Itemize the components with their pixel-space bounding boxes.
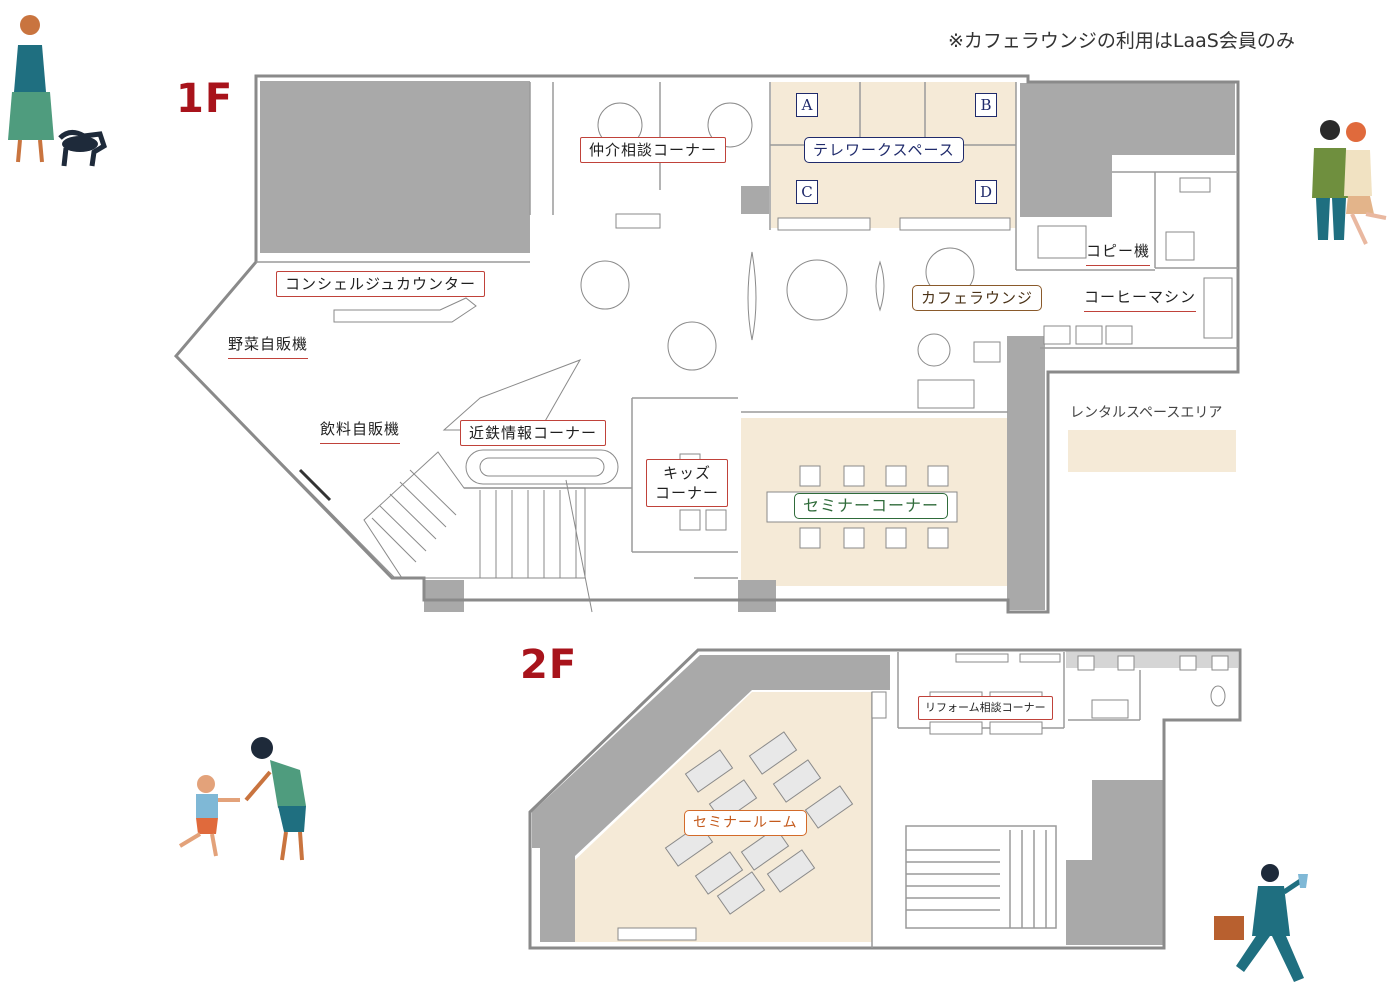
parent-child-illustration [178, 737, 306, 861]
2f-outer-wall [528, 648, 1242, 950]
label-coffee-machine: コーヒーマシン [1084, 286, 1197, 312]
telework-booth-d: D [975, 180, 997, 204]
1f-pillar-2 [738, 580, 776, 612]
label-vegetable-vending: 野菜自販機 [228, 333, 309, 359]
legend-label: レンタルスペースエリア [1070, 405, 1223, 421]
label-concierge-counter: コンシェルジュカウンター [276, 271, 485, 297]
legend-swatch [1068, 430, 1236, 472]
floor-2f-title: 2F [520, 642, 578, 688]
label-telework-space: テレワークスペース [804, 137, 964, 163]
label-drink-vending: 飲料自販機 [320, 418, 401, 444]
label-seminar-corner: セミナーコーナー [794, 493, 949, 519]
1f-pillar-3 [741, 186, 769, 214]
label-kintetsu-info-corner: 近鉄情報コーナー [460, 420, 607, 446]
businessman-illustration [1214, 864, 1308, 982]
floor-1f-title: 1F [176, 76, 234, 122]
label-reform-corner: リフォーム相談コーナー [918, 696, 1053, 720]
laas-members-note: ※カフェラウンジの利用はLaaS会員のみ [948, 30, 1295, 52]
two-women-illustration [1312, 120, 1387, 245]
2f-gray-diagonal [532, 655, 890, 942]
2f-gray-block-right [1092, 780, 1164, 945]
telework-booth-b: B [975, 93, 997, 117]
1f-gray-block-right [1020, 83, 1235, 155]
1f-outer-wall [173, 74, 1240, 614]
label-cafe-lounge: カフェラウンジ [912, 285, 1043, 311]
2f-gray-block-right2 [1066, 860, 1094, 945]
1f-column-right [1007, 336, 1045, 610]
label-kids-corner: キッズ コーナー [646, 459, 729, 507]
1f-gray-block-right2 [1020, 155, 1112, 217]
telework-booth-a: A [796, 93, 818, 117]
1f-pillar-1 [424, 580, 464, 612]
label-copy-machine: コピー機 [1086, 240, 1151, 266]
telework-booth-c: C [796, 180, 818, 204]
1f-gray-block-left [260, 81, 530, 253]
label-chukai-corner: 仲介相談コーナー [580, 137, 727, 163]
person-walking-dog-illustration [8, 15, 108, 167]
kids-corner-line2: コーナー [655, 484, 720, 502]
label-seminar-room: セミナールーム [684, 810, 807, 836]
kids-corner-line1: キッズ [663, 464, 712, 482]
